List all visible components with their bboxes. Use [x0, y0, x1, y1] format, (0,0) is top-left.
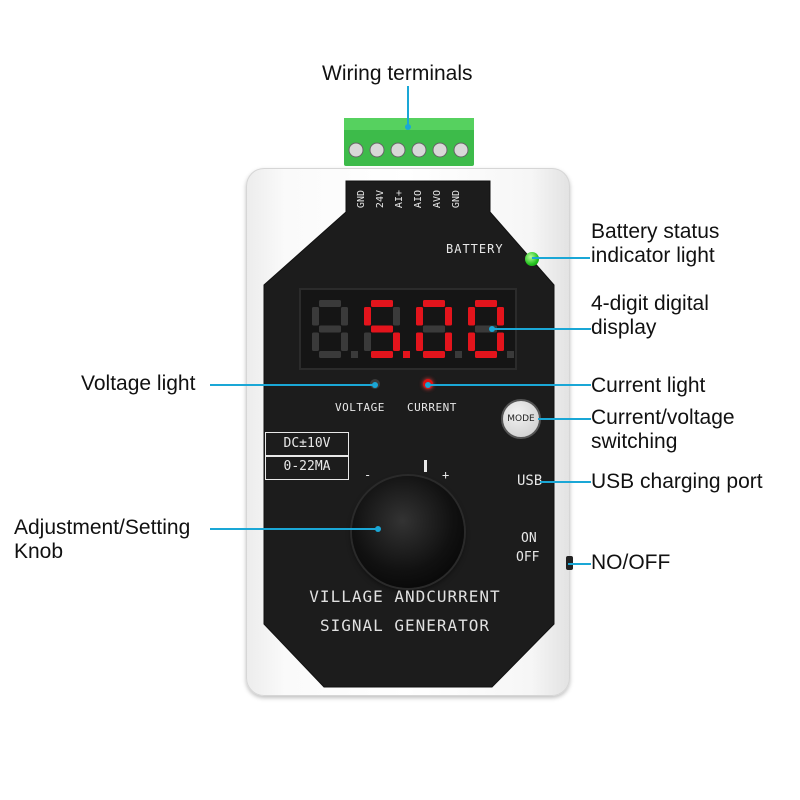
leader-knob [210, 528, 378, 530]
callout-on-off: NO/OFF [591, 551, 671, 574]
knob-indicator [424, 460, 427, 472]
terminal-labels: GND 24V AI+ AIO AVO GND [352, 190, 472, 220]
leader-mode [538, 418, 591, 420]
segment-a [475, 300, 497, 307]
range-voltage: DC±10V [283, 436, 331, 451]
segment-a [319, 300, 341, 307]
seven-segment-digits [312, 300, 514, 358]
terminal-screws [348, 142, 469, 158]
segment-f [416, 307, 423, 326]
segment-d [319, 351, 341, 358]
leader-usb [540, 481, 591, 483]
knob-minus-label: - [364, 468, 372, 482]
callout-knob: Adjustment/Setting Knob [14, 516, 190, 564]
range-divider [266, 455, 348, 457]
segment-a [371, 300, 393, 307]
segment-d [371, 351, 393, 358]
segment-e [364, 332, 371, 351]
leader-dot [405, 124, 411, 130]
segment-e [312, 332, 319, 351]
terminal-label: GND [356, 190, 367, 209]
segment-dp [455, 351, 462, 358]
segment-b [497, 307, 504, 326]
leader-dot [375, 526, 381, 532]
leader-display [492, 328, 591, 330]
segment-f [468, 307, 475, 326]
device-title-line2: SIGNAL GENERATOR [319, 616, 491, 635]
leader-on-off [568, 563, 591, 565]
segment-c [341, 332, 348, 351]
callout-knob-line2: Knob [14, 540, 64, 563]
callout-battery-status: Battery status indicator light [591, 220, 719, 268]
leader-battery [532, 257, 590, 259]
callout-usb-port: USB charging port [591, 470, 763, 493]
segment-d [475, 351, 497, 358]
segment-f [312, 307, 319, 326]
battery-label: BATTERY [446, 242, 504, 256]
terminal-label: 24V [375, 190, 386, 209]
terminal-label: AVO [432, 190, 443, 209]
callout-switching: Current/voltage switching [591, 406, 735, 454]
segment-d [423, 351, 445, 358]
segment-e [416, 332, 423, 351]
callout-switching-line2: switching [591, 430, 678, 453]
segment-c [497, 332, 504, 351]
callout-wiring-terminals: Wiring terminals [322, 62, 473, 85]
segment-g [423, 325, 445, 333]
leader-dot [372, 382, 378, 388]
callout-knob-line1: Adjustment/Setting [14, 516, 191, 539]
segment-c [393, 332, 400, 351]
terminal-label: AIO [413, 190, 424, 209]
current-label: CURRENT [407, 401, 457, 414]
segment-dp [351, 351, 358, 358]
range-current: 0-22MA [283, 459, 331, 474]
segment-dp [403, 351, 410, 358]
callout-battery-status-line1: Battery status [591, 220, 720, 243]
terminal-label: GND [451, 190, 462, 209]
callout-digital-display-line1: 4-digit digital [591, 292, 709, 315]
device-title-line1: VILLAGE ANDCURRENT [309, 587, 501, 606]
segment-g [319, 325, 341, 333]
knob-plus-label: + [442, 468, 450, 482]
callout-voltage-light: Voltage light [81, 372, 196, 395]
leader-wiring [407, 86, 409, 128]
voltage-label: VOLTAGE [335, 401, 385, 414]
segment-e [468, 332, 475, 351]
segment-b [341, 307, 348, 326]
segment-a [423, 300, 445, 307]
usb-label: USB [517, 473, 543, 489]
leader-voltage [210, 384, 375, 386]
leader-dot [425, 382, 431, 388]
wiring-terminal-block[interactable] [344, 116, 474, 168]
leader-dot [489, 326, 495, 332]
segment-b [393, 307, 400, 326]
segment-dp [507, 351, 514, 358]
terminal-label: AI+ [394, 190, 405, 209]
on-label: ON [521, 531, 537, 546]
callout-digital-display: 4-digit digital display [591, 292, 709, 340]
callout-digital-display-line2: display [591, 316, 657, 339]
battery-status-led [525, 252, 539, 266]
segment-g [371, 325, 393, 333]
callout-current-light: Current light [591, 374, 706, 397]
off-label: OFF [516, 550, 540, 565]
callout-switching-line1: Current/voltage [591, 406, 735, 429]
mode-button[interactable]: MODE [501, 399, 541, 439]
callout-battery-status-line2: indicator light [591, 244, 715, 267]
range-box: DC±10V 0-22MA [265, 432, 349, 480]
leader-current [428, 384, 591, 386]
segment-b [445, 307, 452, 326]
segment-c [445, 332, 452, 351]
segment-f [364, 307, 371, 326]
adjustment-knob[interactable] [352, 476, 464, 588]
